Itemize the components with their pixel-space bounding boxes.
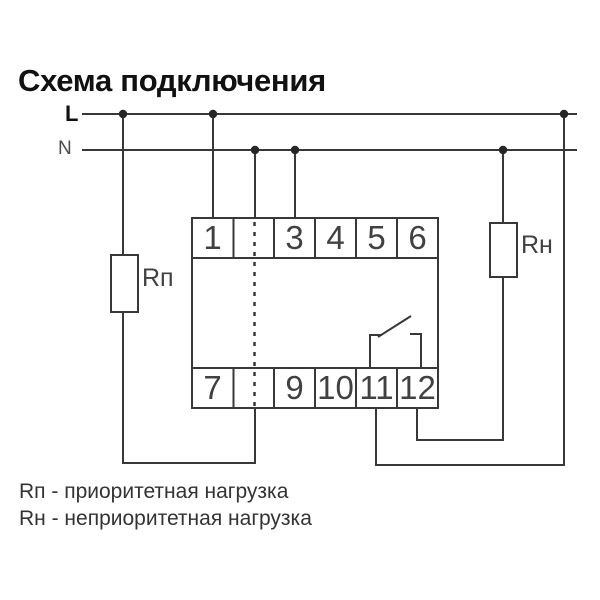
terminal-5: 5 bbox=[367, 219, 386, 256]
terminal-3: 3 bbox=[285, 219, 304, 256]
wire-rp-to-terminal-8 bbox=[122, 312, 256, 464]
wire-rn-to-terminal-12 bbox=[416, 277, 504, 441]
terminal-4: 4 bbox=[326, 219, 345, 256]
terminal-11: 11 bbox=[359, 369, 394, 406]
page-title: Схема подключения bbox=[18, 63, 326, 98]
neutral-line-label: N bbox=[58, 138, 72, 159]
non-priority-load-resistor bbox=[489, 222, 518, 278]
priority-load-label: Rп bbox=[142, 264, 174, 292]
terminal-10: 10 bbox=[317, 369, 354, 406]
junction-dot-n-t2 bbox=[250, 145, 260, 155]
live-line-label: L bbox=[65, 101, 79, 126]
relay-contact-arm bbox=[377, 315, 412, 338]
terminal-8-blank bbox=[234, 368, 275, 408]
priority-load-resistor bbox=[110, 254, 139, 313]
terminal-7: 7 bbox=[203, 369, 222, 406]
terminal-6: 6 bbox=[408, 219, 427, 256]
junction-dot-l-rp bbox=[118, 109, 128, 119]
legend-priority-load: Rп - приоритетная нагрузка bbox=[19, 480, 289, 503]
junction-dot-l-t1 bbox=[208, 109, 218, 119]
terminal-9: 9 bbox=[285, 369, 304, 406]
wire-l-to-terminal-11 bbox=[375, 114, 565, 466]
junction-dot-l-right bbox=[559, 109, 569, 119]
relay-contact-fixed-left bbox=[369, 334, 382, 368]
non-priority-load-label: Rн bbox=[521, 231, 553, 259]
terminal-12: 12 bbox=[399, 369, 436, 406]
relay-contact-fixed-right bbox=[410, 333, 422, 368]
junction-dot-n-t3 bbox=[290, 145, 300, 155]
terminal-2-blank bbox=[234, 218, 275, 258]
junction-dot-n-rn bbox=[498, 145, 508, 155]
legend-non-priority-load: Rн - неприоритетная нагрузка bbox=[19, 507, 312, 530]
terminal-1: 1 bbox=[203, 219, 222, 256]
